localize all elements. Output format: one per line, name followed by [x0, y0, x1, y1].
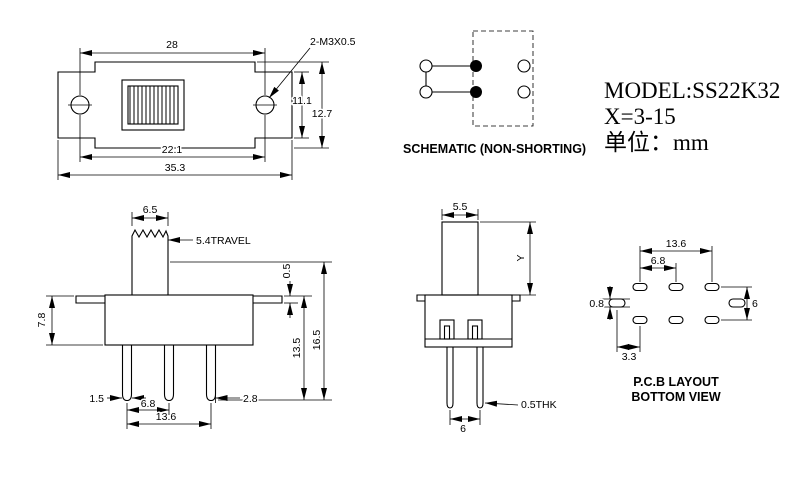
dim-text-0-5thk: 0.5THK [521, 399, 557, 411]
dim-thread-callout: 2-M3X0.5 [268, 35, 357, 99]
dim-knob-width: 6.5 [131, 203, 169, 226]
dim-text-2-8: 2.8 [243, 393, 258, 405]
dim-text-11-1: 11.1 [292, 95, 312, 107]
terminal-circle [517, 59, 531, 73]
terminal-window-2 [467, 319, 483, 340]
side-pin-2 [476, 347, 484, 409]
slider-knob-hatched [127, 85, 179, 125]
terminal-circle [419, 85, 433, 99]
title-block: MODEL:SS22K32 X=3-15 单位：mm [604, 78, 780, 155]
dim-tab-thickness: 0.5 [280, 262, 312, 318]
front-pin-2 [163, 345, 175, 402]
dim-travel: 5.4TRAVEL [168, 234, 252, 249]
dim-text-travel: 5.4TRAVEL [196, 235, 251, 247]
dim-text-7-8: 7.8 [36, 313, 48, 328]
pcb-caption-line2: BOTTOM VIEW [631, 390, 721, 404]
dim-text-pcb-13-6: 13.6 [666, 238, 687, 250]
dim-text-1-5: 1.5 [89, 393, 104, 405]
dim-text-12-7: 12.7 [312, 108, 333, 120]
pcb-pad [632, 282, 648, 292]
dim-pin-width: 1.5 [88, 392, 146, 407]
dim-pad-pitch: 6.8 [640, 254, 677, 282]
dim-pin-span: 13.6 [126, 403, 212, 429]
dim-pad-height: 0.8 [588, 286, 630, 320]
side-view: 5.5 Y 6 0.5THK [416, 200, 558, 437]
schematic-view: SCHEMATIC (NON-SHORTING) [403, 30, 586, 156]
dim-text-22-1: 22.1 [162, 144, 183, 156]
dim-inner-width: 22.1 [79, 115, 266, 162]
model-number: MODEL:SS22K32 [604, 78, 780, 103]
dim-pad-span: 13.6 [639, 237, 713, 282]
front-knob-broken [131, 228, 169, 295]
pcb-mounting-pad-right [728, 298, 746, 308]
pcb-pad [704, 315, 720, 325]
slider-frame [121, 79, 185, 131]
front-view: 6.5 5.4TRAVEL 0.5 7.8 13.5 16.5 [35, 203, 332, 429]
pcb-pad [668, 315, 684, 325]
dim-text-pcb-6: 6 [752, 298, 758, 310]
side-pin-1 [446, 347, 454, 409]
dim-text-6: 6 [460, 423, 466, 435]
front-tab-right [253, 295, 283, 304]
dim-hole-span: 28 [79, 38, 266, 95]
dim-pin-offset: 2.8 [215, 389, 259, 407]
dim-text-35-3: 35.3 [165, 162, 186, 174]
dim-text-13-6: 13.6 [156, 411, 177, 423]
dim-text-28: 28 [166, 39, 178, 51]
dim-side-knob-width: 5.5 [441, 200, 479, 220]
dim-text-y: Y [515, 254, 527, 261]
schematic-caption: SCHEMATIC (NON-SHORTING) [403, 142, 586, 156]
dim-pin-depth: 13.5 [218, 296, 332, 401]
pcb-pad [668, 282, 684, 292]
dim-total-width: 35.3 [57, 140, 293, 180]
side-body [424, 294, 513, 348]
dim-text-16-5: 16.5 [311, 330, 323, 351]
dim-text-5-5: 5.5 [453, 201, 468, 213]
dim-total-height: 12.7 [257, 61, 334, 149]
dim-half-pitch: 3.3 [616, 310, 641, 365]
dim-thickness: 0.5THK [484, 398, 558, 413]
slider-contact-box [472, 30, 534, 127]
dim-body-height: 11.1 [291, 71, 313, 139]
terminal-window-1 [439, 319, 455, 340]
front-pin-1 [121, 345, 133, 402]
pcb-pad [632, 315, 648, 325]
terminal-circle [419, 59, 433, 73]
pcb-caption-line1: P.C.B LAYOUT [633, 375, 719, 389]
pcb-layout-view: 13.6 6.8 0.8 3.3 6 P.C.B LAYOUT BO [588, 237, 760, 405]
front-tab-left [75, 295, 105, 304]
dim-text-pcb-3-3: 3.3 [622, 351, 637, 363]
common-terminal-dot [470, 60, 482, 72]
dim-text-6-8: 6.8 [141, 398, 156, 410]
pcb-mounting-pad-left [608, 298, 626, 308]
common-terminal-dot [470, 86, 482, 98]
side-knob [441, 221, 479, 296]
top-view: 28 2-M3X0.5 11.1 12.7 22.1 [57, 35, 357, 180]
side-tab-right [512, 294, 521, 302]
dim-row-spacing: 6 [449, 410, 481, 437]
front-body [104, 294, 254, 346]
front-pin-3 [205, 345, 217, 402]
dim-pcb-row-spacing: 6 [721, 286, 760, 321]
dim-pin-pitch: 6.8 [126, 397, 170, 415]
side-tab-left [416, 294, 425, 302]
dim-text-pcb-6-8: 6.8 [651, 255, 666, 267]
unit-label: 单位：mm [604, 130, 709, 155]
terminal-circle [517, 85, 531, 99]
dim-text-6-5: 6.5 [143, 204, 158, 216]
dim-knob-height-y: Y [480, 221, 536, 296]
dim-text-0-5: 0.5 [281, 264, 293, 279]
dim-text-pcb-0-8: 0.8 [589, 298, 604, 310]
pcb-pad [704, 282, 720, 292]
dim-total-height: 16.5 [170, 261, 332, 400]
dim-text-13-5: 13.5 [291, 338, 303, 359]
dim-text-thread: 2-M3X0.5 [310, 36, 356, 48]
dim-body-height: 7.8 [35, 295, 103, 346]
switch-top-outline [57, 61, 293, 149]
x-range: X=3-15 [604, 104, 676, 129]
